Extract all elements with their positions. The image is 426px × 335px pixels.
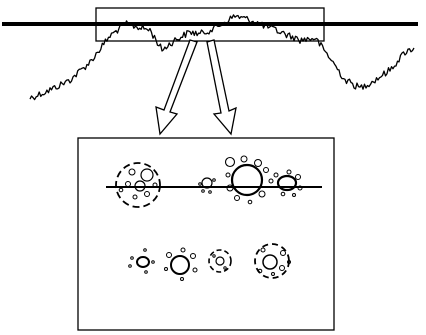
- bubble-icon: [164, 267, 168, 271]
- bubble-icon: [134, 180, 146, 192]
- bubble-icon: [254, 159, 262, 167]
- bubble-icon: [128, 168, 136, 176]
- bubble-icon: [140, 168, 154, 182]
- zoom-arrows: [155, 39, 237, 136]
- bubble-icon: [286, 169, 292, 175]
- bubble-icon: [295, 174, 301, 180]
- dashed-circle-icon: [115, 162, 161, 208]
- bubble-icon: [257, 268, 263, 274]
- bubble-icon: [215, 256, 225, 266]
- bubble-cluster-lower-1: [128, 248, 155, 274]
- bubble-icon: [224, 156, 236, 168]
- bubble-icon: [223, 266, 227, 270]
- bubble-icon: [136, 256, 150, 268]
- bubble-icon: [144, 191, 150, 197]
- bubble-icon: [280, 250, 286, 256]
- bubble-icon: [234, 195, 240, 201]
- bubble-cluster-small-left: [198, 177, 216, 194]
- bubble-icon: [190, 253, 196, 259]
- bubble-icon: [271, 272, 275, 276]
- bubble-icon: [240, 155, 248, 163]
- bubble-icon: [180, 277, 184, 281]
- bubble-icon: [118, 187, 124, 193]
- bubble-icon: [297, 185, 303, 191]
- bubble-icon: [260, 247, 266, 253]
- bubble-icon: [273, 172, 279, 178]
- bubble-icon: [151, 260, 155, 264]
- bubble-icon: [128, 264, 132, 268]
- bubble-icon: [198, 182, 202, 186]
- bubble-icon: [132, 194, 138, 200]
- bubble-icon: [144, 270, 148, 274]
- bubble-icon: [262, 254, 278, 270]
- bubble-icon: [125, 181, 131, 187]
- bubble-icon: [276, 174, 298, 192]
- right-zoom-arrow: [206, 39, 237, 136]
- bubble-icon: [192, 267, 198, 273]
- bubble-cluster-dashed-left: [115, 162, 161, 208]
- bubble-icon: [212, 178, 216, 182]
- bubble-icon: [292, 193, 296, 197]
- bubble-icon: [180, 247, 186, 253]
- bubble-icon: [268, 178, 274, 184]
- left-zoom-arrow: [155, 39, 198, 136]
- bubble-icon: [280, 191, 286, 197]
- bubble-cluster-lower-4: [254, 243, 291, 279]
- bubble-icon: [247, 199, 253, 205]
- bubble-icon: [201, 189, 205, 193]
- bubble-icon: [170, 255, 190, 275]
- dashed-circle-icon: [208, 249, 232, 273]
- bubble-icon: [208, 190, 212, 194]
- bubble-cluster-lower-2: [164, 247, 198, 281]
- bubble-icon: [152, 182, 158, 188]
- bubble-icon: [212, 254, 216, 258]
- bubble-cluster-large-center: [224, 155, 274, 205]
- bubble-cluster-lower-3: [208, 249, 232, 273]
- bubble-icon: [263, 167, 269, 173]
- bubble-icon: [287, 260, 291, 264]
- bubble-icon: [279, 265, 285, 271]
- bubble-icon: [130, 256, 134, 260]
- bubble-icon: [258, 190, 266, 198]
- bubble-icon: [226, 184, 234, 192]
- bubble-icon: [225, 172, 231, 178]
- bubble-icon: [201, 177, 213, 189]
- bubble-cluster-right: [273, 169, 303, 197]
- detail-panel: [77, 137, 335, 331]
- bubble-icon: [143, 248, 147, 252]
- bubble-icon: [166, 252, 172, 258]
- bubble-icon: [230, 163, 264, 197]
